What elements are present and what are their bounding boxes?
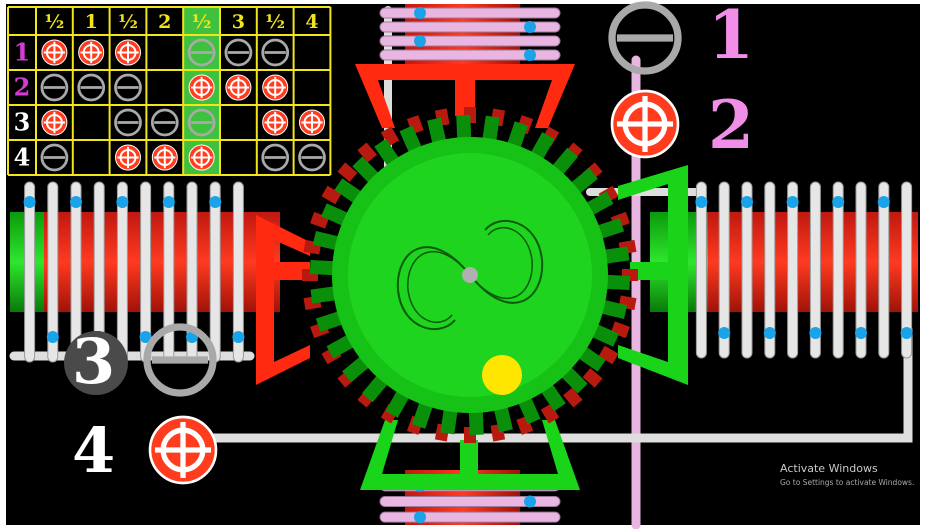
coil-dot <box>414 511 426 523</box>
legend-number-3: 3 <box>72 325 115 398</box>
coil-winding <box>742 182 752 358</box>
coil-dot <box>163 196 175 208</box>
plus-circle-icon <box>42 110 67 135</box>
table-header-cell: ½ <box>44 11 64 33</box>
watermark-title: Activate Windows <box>780 462 878 475</box>
coil-dot <box>209 196 221 208</box>
coil-dot <box>524 49 536 61</box>
coil-dot <box>695 196 707 208</box>
plus-circle-icon <box>79 40 104 65</box>
coil-dot <box>70 196 82 208</box>
coil-winding <box>696 182 706 358</box>
plus-circle-icon <box>189 145 214 170</box>
coil-winding <box>117 182 127 362</box>
table-header-cell: 3 <box>232 11 245 33</box>
coil-winding <box>879 182 889 358</box>
rotor-position-marker <box>482 355 522 395</box>
table-header-cell: 4 <box>305 11 318 33</box>
coil-winding <box>380 36 560 46</box>
legend-number-4: 4 <box>72 414 115 487</box>
coil-dot <box>878 196 890 208</box>
plus-circle-icon <box>116 40 141 65</box>
table-header-cell: ½ <box>192 11 212 33</box>
coil-winding <box>788 182 798 358</box>
rotor-axle <box>462 267 478 283</box>
coil-winding <box>25 182 35 362</box>
plus-circle-icon <box>116 145 141 170</box>
coil-dot <box>414 35 426 47</box>
coil-dot <box>832 196 844 208</box>
coil-dot <box>718 327 730 339</box>
plus-circle-icon <box>263 75 288 100</box>
coil-dot <box>809 327 821 339</box>
coil-dot <box>524 21 536 33</box>
coil-dot <box>232 331 244 343</box>
plus-circle-icon <box>263 110 288 135</box>
plus-circle-icon <box>226 75 251 100</box>
plus-circle-icon <box>150 417 216 483</box>
coil-dot <box>116 196 128 208</box>
table-row-label: 1 <box>14 38 31 67</box>
plus-circle-icon <box>612 91 678 157</box>
plus-circle-icon <box>42 40 67 65</box>
coil-winding <box>380 512 560 522</box>
table-header-cell: 2 <box>158 11 171 33</box>
coil-dot <box>787 196 799 208</box>
coil-dot <box>24 196 36 208</box>
coil-dot <box>741 196 753 208</box>
coil-winding <box>210 182 220 362</box>
pole-bottom-stem <box>460 440 478 476</box>
table-header-cell: ½ <box>118 11 138 33</box>
watermark-subtitle: Go to Settings to activate Windows. <box>780 478 914 487</box>
coil-winding <box>164 182 174 362</box>
plus-circle-icon <box>189 75 214 100</box>
coil-winding <box>833 182 843 358</box>
table-row-label: 3 <box>14 108 31 137</box>
coil-dot <box>524 496 536 508</box>
legend-number-1: 1 <box>708 0 754 74</box>
table-row-label: 2 <box>14 73 31 102</box>
table-header-cell: ½ <box>265 11 285 33</box>
coil-dot <box>47 331 59 343</box>
coil-dot <box>901 327 913 339</box>
coil-dot <box>764 327 776 339</box>
coil-dot <box>414 7 426 19</box>
plus-circle-icon <box>152 145 177 170</box>
coil-dot <box>855 327 867 339</box>
coil-winding <box>380 8 560 18</box>
plus-circle-icon <box>300 110 325 135</box>
legend-number-2: 2 <box>708 86 754 164</box>
table-header-cell: 1 <box>85 11 98 33</box>
table-row-label: 4 <box>14 143 31 172</box>
